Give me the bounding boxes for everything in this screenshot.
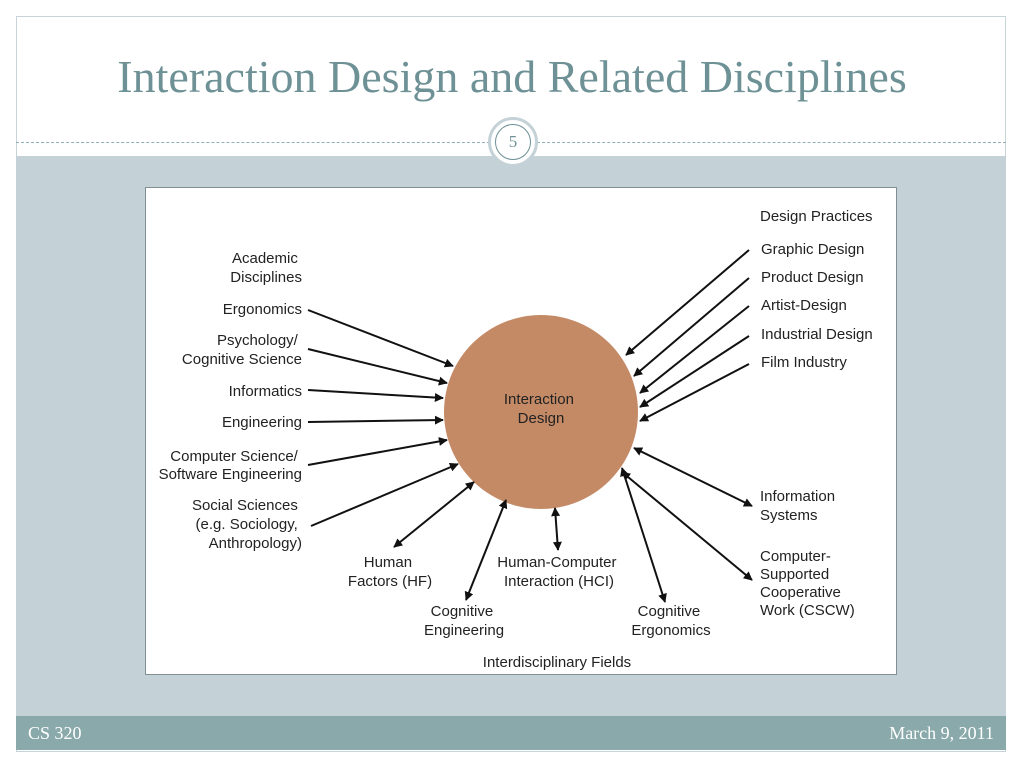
arrow-film-industry bbox=[639, 363, 750, 422]
arrow-artist-design bbox=[639, 305, 750, 394]
label-cscw: Computer- Supported Cooperative Work (CS… bbox=[760, 548, 855, 619]
label-graphic-design: Graphic Design bbox=[761, 241, 864, 258]
cognitive-engineering-line-2: Engineering bbox=[424, 622, 504, 639]
cognitive-ergonomics-line-2: Ergonomics bbox=[631, 622, 710, 639]
label-psychology: Psychology/ Cognitive Science bbox=[182, 332, 302, 368]
label-cognitive-engineering: Cognitive Engineering bbox=[424, 603, 504, 639]
engineering-line-1: Engineering bbox=[222, 414, 302, 431]
arrow-product-design bbox=[633, 277, 750, 377]
cscw-line-4: Work (CSCW) bbox=[760, 602, 855, 619]
label-informatics: Informatics bbox=[229, 383, 302, 400]
psychology-line-1: Psychology/ bbox=[217, 332, 299, 349]
slide-footer: CS 320 March 9, 2011 bbox=[16, 716, 1006, 750]
psychology-line-2: Cognitive Science bbox=[182, 351, 302, 368]
computer-science-line-1: Computer Science/ bbox=[170, 448, 298, 465]
cognitive-ergonomics-line-1: Cognitive bbox=[638, 603, 701, 620]
interdisciplinary-arrows bbox=[393, 447, 753, 603]
label-academic-disciplines: Academic Disciplines bbox=[230, 250, 302, 286]
social-sciences-line-3: Anthropology) bbox=[209, 535, 302, 552]
design-arrows bbox=[625, 249, 750, 422]
arrow-psychology bbox=[307, 348, 448, 386]
slide-title: Interaction Design and Related Disciplin… bbox=[117, 51, 907, 102]
cscw-line-1: Computer- bbox=[760, 548, 831, 565]
label-information-systems: Information Systems bbox=[760, 488, 839, 524]
page-number-badge: 5 bbox=[488, 117, 538, 167]
label-hci: Human-Computer Interaction (HCI) bbox=[497, 554, 620, 590]
computer-science-line-2: Software Engineering bbox=[159, 466, 302, 483]
arrow-hci bbox=[551, 507, 562, 551]
informatics-line-1: Informatics bbox=[229, 383, 302, 400]
arrow-human-factors bbox=[393, 481, 475, 548]
information-systems-line-2: Systems bbox=[760, 507, 818, 524]
label-film-industry: Film Industry bbox=[761, 354, 847, 371]
cscw-line-2: Supported bbox=[760, 566, 829, 583]
label-cognitive-ergonomics: Cognitive Ergonomics bbox=[631, 603, 710, 639]
label-industrial-design: Industrial Design bbox=[761, 326, 873, 343]
human-factors-line-1: Human bbox=[364, 554, 412, 571]
interaction-design-circle bbox=[444, 315, 638, 509]
label-product-design: Product Design bbox=[761, 269, 864, 286]
arrow-industrial-design bbox=[639, 335, 750, 408]
ergonomics-line-1: Ergonomics bbox=[223, 301, 302, 318]
footer-date: March 9, 2011 bbox=[889, 723, 994, 743]
cscw-line-3: Cooperative bbox=[760, 584, 841, 601]
label-interdisciplinary-fields: Interdisciplinary Fields bbox=[483, 654, 631, 671]
cognitive-engineering-line-1: Cognitive bbox=[431, 603, 494, 620]
label-computer-science: Computer Science/ Software Engineering bbox=[159, 448, 302, 483]
arrow-ergonomics bbox=[307, 309, 454, 368]
label-artist-design: Artist-Design bbox=[761, 297, 847, 314]
diagram-box: Interaction Design bbox=[145, 187, 897, 675]
label-ergonomics: Ergonomics bbox=[223, 301, 302, 318]
page-number: 5 bbox=[495, 124, 531, 160]
center-line-2: Design bbox=[518, 410, 565, 427]
arrow-computer-science bbox=[307, 437, 448, 466]
label-engineering: Engineering bbox=[222, 414, 302, 431]
arrow-social-sciences bbox=[310, 463, 459, 527]
arrow-graphic-design bbox=[625, 249, 750, 356]
arrow-engineering bbox=[307, 415, 444, 425]
arrow-informatics bbox=[307, 389, 444, 403]
footer-course: CS 320 bbox=[28, 723, 82, 743]
social-sciences-line-1: Social Sciences bbox=[192, 497, 298, 514]
arrow-cognitive-ergonomics bbox=[620, 467, 667, 603]
academic-line-1: Academic bbox=[232, 250, 298, 267]
label-design-practices: Design Practices bbox=[760, 208, 873, 225]
hci-line-1: Human-Computer bbox=[497, 554, 616, 571]
interaction-design-diagram: Interaction Design bbox=[159, 208, 873, 671]
label-human-factors: Human Factors (HF) bbox=[348, 554, 432, 590]
hci-line-2: Interaction (HCI) bbox=[504, 573, 614, 590]
arrow-cognitive-engineering bbox=[464, 499, 508, 601]
center-label: Interaction Design bbox=[504, 391, 578, 427]
information-systems-line-1: Information bbox=[760, 488, 835, 505]
center-line-1: Interaction bbox=[504, 391, 574, 408]
academic-line-2: Disciplines bbox=[230, 269, 302, 286]
academic-arrows bbox=[307, 309, 459, 527]
social-sciences-line-2: (e.g. Sociology, bbox=[196, 516, 298, 533]
human-factors-line-2: Factors (HF) bbox=[348, 573, 432, 590]
label-social-sciences: Social Sciences (e.g. Sociology, Anthrop… bbox=[192, 497, 302, 552]
arrow-cscw bbox=[621, 471, 753, 581]
